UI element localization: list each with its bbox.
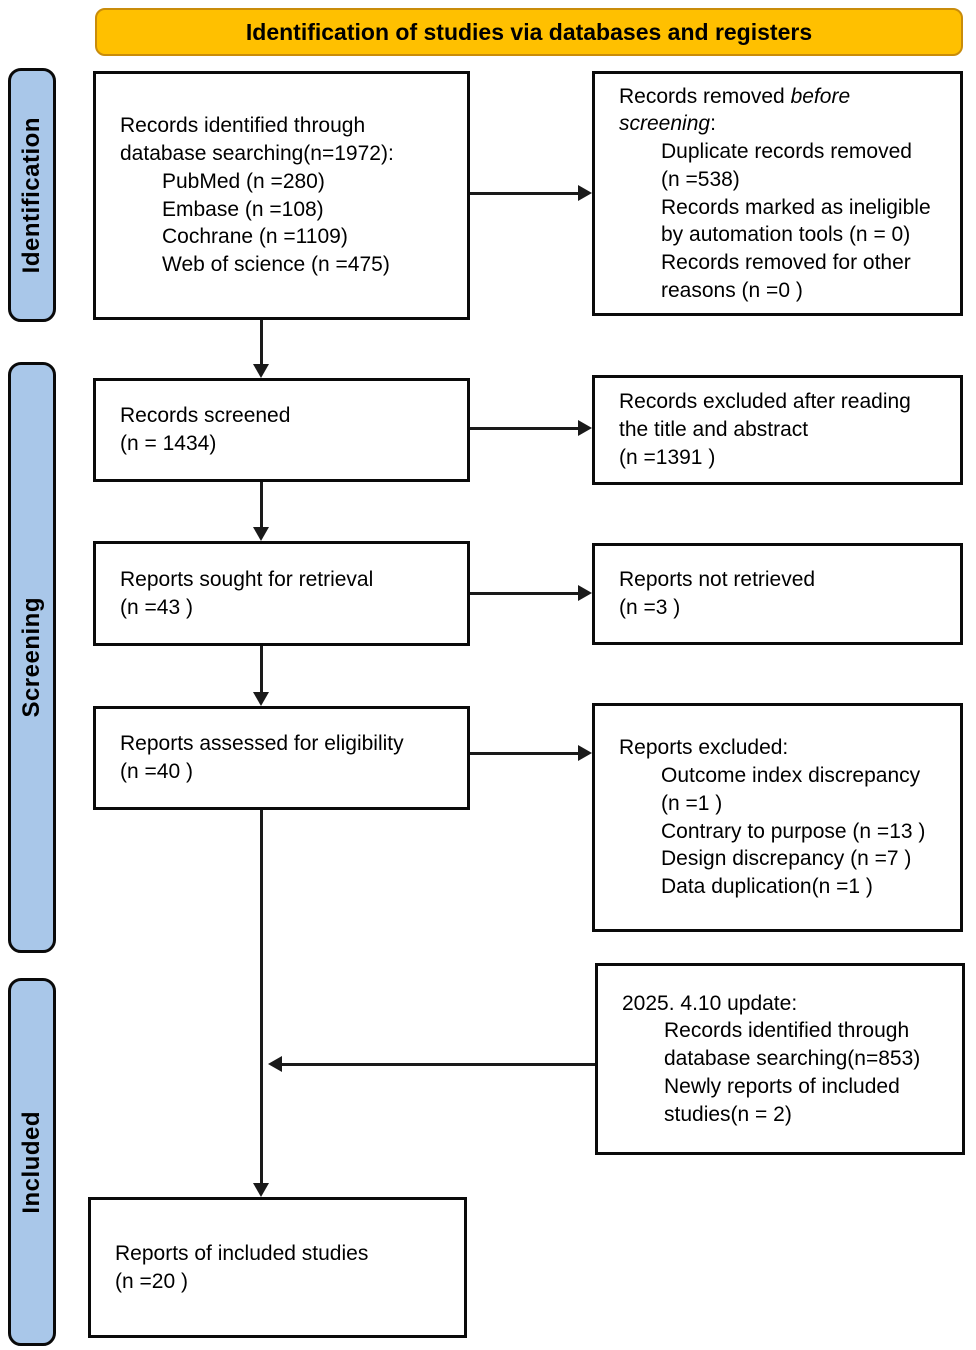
banner-title-label: Identification of studies via databases … <box>245 18 813 45</box>
box-reports-excluded-reasons: Reports excluded: Outcome index discrepan… <box>592 703 963 932</box>
arrow-assessed-to-excluded-head-icon <box>578 745 592 761</box>
box-text-line: Records marked as ineligible by automati… <box>661 195 931 247</box>
arrow-assessed-to-included-line <box>260 810 263 1184</box>
arrow-assessed-to-included-head-icon <box>253 1183 269 1197</box>
box-reports-sought-retrieval: Reports sought for retrieval (n =43 ) <box>93 541 470 646</box>
arrow-identified-to-screened-line <box>260 320 263 365</box>
arrow-identified-to-removed-line <box>470 192 579 195</box>
arrow-update-to-flow-head-icon <box>268 1056 282 1072</box>
box-text-line: Reports of included studies <box>115 1241 369 1265</box>
box-text-line: (n =538) <box>661 167 740 191</box>
box-text-line: Design discrepancy (n =7 ) <box>661 847 912 871</box>
box-text-line: Reports assessed for eligibility <box>120 732 404 756</box>
box-reports-not-retrieved: Reports not retrieved (n =3 ) <box>592 543 963 645</box>
box-records-identified: Records identified through database sear… <box>93 71 470 320</box>
box-text-line: Data duplication(n =1 ) <box>661 874 873 898</box>
box-text-line: Contrary to purpose (n =13 ) <box>661 819 926 843</box>
stage-tab-screening: Screening <box>8 362 56 953</box>
arrow-identified-to-screened-head-icon <box>253 364 269 378</box>
box-text-line: (n =20 ) <box>115 1269 188 1293</box>
arrow-screened-to-excluded-head-icon <box>578 420 592 436</box>
box-text-line: (n =40 ) <box>120 760 193 783</box>
box-text-line: Records identified through database sear… <box>664 1019 921 1071</box>
stage-tab-identification-label: Identification <box>18 116 45 274</box>
box-text-line: Reports sought for retrieval <box>120 567 374 591</box>
box-text-line: Newly reports of included studies(n = 2) <box>664 1074 900 1126</box>
arrow-update-to-flow-line <box>281 1063 595 1066</box>
box-text-line: Duplicate records removed <box>661 140 912 164</box>
arrow-screened-to-excluded-line <box>470 427 579 430</box>
box-records-screened: Records screened (n = 1434) <box>93 378 470 482</box>
arrow-screened-to-sought-line <box>260 482 263 528</box>
arrow-screened-to-sought-head-icon <box>253 527 269 541</box>
box-text-line: (n = 1434) <box>120 432 217 455</box>
box-text-line: Records screened <box>120 404 291 428</box>
arrow-sought-to-assessed-line <box>260 646 263 693</box>
stage-tab-included: Included <box>8 978 56 1346</box>
box-text-line: PubMed (n =280) <box>162 169 325 193</box>
box-records-excluded-title-abstract: Records excluded after reading the title… <box>592 375 963 485</box>
box-text-line: Records identified through database sear… <box>120 114 394 166</box>
stage-tab-identification: Identification <box>8 68 56 322</box>
stage-tab-included-label: Included <box>18 1110 45 1214</box>
box-text-line: 2025. 4.10 update: <box>622 991 798 1015</box>
arrow-sought-to-assessed-head-icon <box>253 692 269 706</box>
box-text-line: Web of science (n =475) <box>162 252 390 276</box>
box-text-line: (n =1 ) <box>661 791 723 815</box>
box-records-removed-before-screening: Records removed before screening: Duplica… <box>592 71 963 316</box>
arrow-assessed-to-excluded-line <box>470 752 579 755</box>
box-text-line: Outcome index discrepancy <box>661 764 921 788</box>
box-text-line: Reports not retrieved <box>619 568 816 592</box>
box-text-line: (n =3 ) <box>619 596 681 619</box>
stage-tab-screening-label: Screening <box>18 597 45 718</box>
box-text-line: Records removed for other reasons (n =0 … <box>661 250 911 302</box>
box-2025-update: 2025. 4.10 update: Records identified thr… <box>595 963 965 1155</box>
box-text-line: Embase (n =108) <box>162 197 324 221</box>
box-text-line: Cochrane (n =1109) <box>162 225 348 249</box>
box-text-line: (n =1391 ) <box>619 445 716 469</box>
box-text-line: Records excluded after reading the title… <box>619 390 911 442</box>
box-reports-included: Reports of included studies (n =20 ) <box>88 1197 467 1338</box>
box-text-line: Records removed before screening: <box>619 84 851 136</box>
box-text-line: (n =43 ) <box>120 595 193 619</box>
arrow-sought-to-not-retrieved-line <box>470 592 579 595</box>
box-reports-assessed-eligibility: Reports assessed for eligibility (n =40 ) <box>93 706 470 810</box>
banner-title: Identification of studies via databases … <box>95 8 963 56</box>
box-text-line: Reports excluded: <box>619 736 789 760</box>
arrow-sought-to-not-retrieved-head-icon <box>578 585 592 601</box>
arrow-identified-to-removed-head-icon <box>578 185 592 201</box>
